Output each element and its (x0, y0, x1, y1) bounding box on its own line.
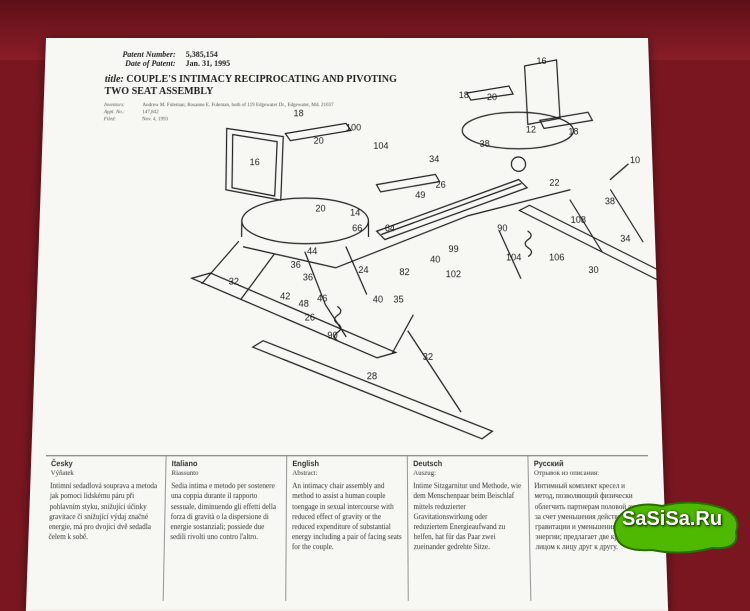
svg-text:49: 49 (415, 190, 425, 200)
abstract-czech: Česky Výňatek Intimní sedadlová souprava… (41, 456, 165, 601)
svg-text:46: 46 (317, 293, 327, 304)
svg-text:26: 26 (305, 312, 315, 323)
svg-text:18: 18 (294, 108, 304, 118)
svg-text:38: 38 (480, 139, 490, 149)
svg-text:99: 99 (448, 244, 458, 254)
svg-text:64: 64 (385, 223, 395, 233)
abstract-sub: Отрывок из описания: (534, 470, 644, 480)
svg-text:18: 18 (568, 126, 578, 136)
svg-text:22: 22 (549, 177, 559, 187)
svg-text:12: 12 (526, 124, 536, 134)
svg-text:20: 20 (314, 136, 324, 146)
watermark-text: SaSiSa.Ru (622, 508, 722, 531)
svg-text:82: 82 (399, 267, 409, 278)
svg-text:26: 26 (435, 180, 445, 190)
svg-text:20: 20 (487, 92, 497, 102)
svg-text:106: 106 (549, 252, 565, 262)
svg-text:108: 108 (571, 215, 587, 225)
front-ski (190, 273, 395, 358)
svg-text:36: 36 (291, 259, 301, 270)
svg-text:35: 35 (393, 294, 403, 305)
abstract-lang: Italiano (172, 460, 281, 470)
patent-drawing: 16 18 20 12 38 10 22 18 100 104 16 18 20 34 49 26 2… (31, 38, 662, 455)
svg-text:42: 42 (280, 291, 290, 302)
svg-text:90: 90 (497, 223, 507, 233)
svg-text:14: 14 (350, 207, 360, 217)
svg-text:28: 28 (367, 371, 377, 382)
svg-text:16: 16 (536, 56, 546, 66)
left-seat (242, 198, 369, 244)
abstract-sub: Auszug: (413, 470, 522, 480)
svg-text:32: 32 (229, 276, 239, 287)
svg-text:90: 90 (327, 330, 337, 341)
abstract-sub: Výňatek (50, 470, 160, 480)
abstract-sub: Riassunto (171, 470, 280, 480)
svg-text:32: 32 (423, 351, 433, 362)
abstract-text: Intime Sitzgarnitur und Methode, wie dem… (413, 482, 524, 553)
abstract-text: Intimní sedadlová souprava a metoda jak … (48, 482, 159, 543)
svg-text:102: 102 (446, 269, 462, 280)
abstract-english: English Abstract: An intimacy chair asse… (285, 456, 408, 601)
svg-text:40: 40 (373, 294, 383, 305)
abstract-italian: Italiano Riassunto Sedia intima e metodo… (163, 456, 287, 601)
abstract-sub: Abstract: (292, 470, 401, 480)
svg-text:30: 30 (588, 265, 599, 276)
svg-text:24: 24 (358, 265, 368, 276)
svg-text:10: 10 (630, 155, 640, 165)
svg-text:48: 48 (299, 298, 309, 309)
svg-text:40: 40 (430, 254, 440, 264)
svg-text:38: 38 (605, 196, 616, 206)
abstract-text: An intimacy chair assembly and method to… (292, 482, 402, 553)
right-seat-back (524, 60, 560, 124)
svg-text:100: 100 (346, 122, 361, 132)
patent-poster: Patent Number: 5,385,154 Date of Patent:… (26, 38, 668, 611)
abstract-columns: Česky Výňatek Intimní sedadlová souprava… (41, 455, 653, 601)
svg-text:18: 18 (459, 90, 469, 100)
svg-text:44: 44 (307, 246, 317, 256)
abstract-text: Sedia intima e metodo per sostenere una … (170, 482, 281, 543)
svg-text:34: 34 (620, 233, 631, 243)
svg-text:16: 16 (250, 157, 260, 167)
abstract-lang: Česky (51, 460, 160, 470)
svg-text:66: 66 (352, 223, 362, 233)
abstract-lang: English (292, 460, 401, 470)
svg-text:104: 104 (373, 141, 388, 151)
right-ski (519, 205, 662, 294)
abstract-german: Deutsch Auszug: Intime Sitzgarnitur und … (407, 456, 531, 601)
abstract-lang: Русский (534, 460, 643, 470)
svg-text:36: 36 (303, 272, 313, 283)
svg-text:104: 104 (506, 252, 522, 262)
svg-text:20: 20 (315, 203, 325, 213)
svg-text:34: 34 (429, 154, 439, 164)
abstract-lang: Deutsch (413, 460, 522, 470)
